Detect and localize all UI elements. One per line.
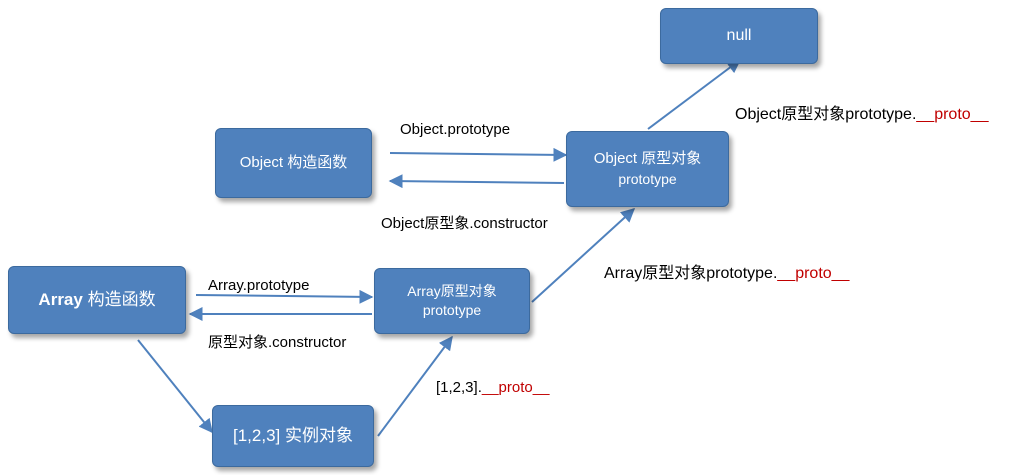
object-proto-label: Object原型对象prototype.__proto__ — [735, 100, 988, 124]
instance-proto-label-prefix: [1,2,3]. — [436, 379, 482, 396]
object-prototype-subtitle: prototype — [618, 170, 677, 187]
instance-proto-label-suffix: __proto__ — [481, 379, 550, 396]
arrow-object-prototype-to-constructor — [388, 174, 565, 189]
array-proto-label-prefix: Array原型对象prototype. — [604, 265, 778, 282]
object-prototype-arrow-label: Object.prototype — [400, 121, 511, 138]
arrow-array-constructor-to-instance — [137, 339, 213, 434]
array-prototype-subtitle: prototype — [422, 302, 482, 318]
array-constructor-label: Array 构造函数 — [38, 289, 155, 312]
array-prototype-arrow-label: Array.prototype — [208, 277, 310, 294]
arrow-object-prototype-to-null — [647, 59, 742, 130]
instance-proto-label: [1,2,3].__proto__ — [436, 379, 549, 396]
object-constructor-arrow-label: Object原型象.constructor — [381, 215, 548, 232]
instance-node: [1,2,3] 实例对象 — [212, 405, 374, 467]
instance-label: [1,2,3] 实例对象 — [233, 425, 353, 445]
array-constructor-label-bold: Array — [38, 289, 83, 309]
array-constructor-label-rest: 构造函数 — [82, 289, 156, 309]
array-prototype-title: Array原型对象 — [407, 283, 497, 300]
array-constructor-arrow-label: 原型对象.constructor — [208, 334, 347, 351]
object-proto-label-prefix: Object原型对象prototype. — [735, 106, 917, 123]
object-prototype-node: Object 原型对象 prototype — [566, 131, 729, 207]
object-constructor-node: Object 构造函数 — [215, 128, 372, 198]
arrow-array-constructor-to-prototype — [195, 289, 374, 304]
arrow-object-constructor-to-prototype — [389, 147, 568, 162]
arrow-array-prototype-to-object-prototype — [531, 208, 636, 303]
null-node: null — [660, 8, 818, 64]
array-prototype-node: Array原型对象 prototype — [374, 268, 530, 334]
array-proto-label: Array原型对象prototype.__proto__ — [604, 259, 849, 283]
object-constructor-label: Object 构造函数 — [239, 153, 348, 171]
arrow-instance-to-array-prototype — [377, 335, 453, 437]
object-prototype-title: Object 原型对象 — [593, 150, 702, 168]
object-proto-label-suffix: __proto__ — [916, 106, 989, 123]
array-constructor-node: Array 构造函数 — [8, 266, 186, 334]
array-proto-label-suffix: __proto__ — [777, 265, 850, 282]
null-node-label: null — [726, 27, 752, 45]
